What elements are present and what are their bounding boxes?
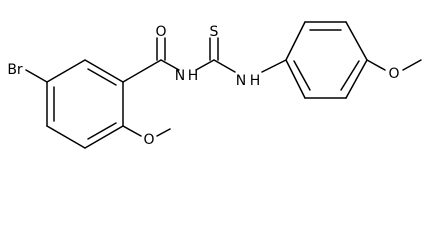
thioamide-nitrogen-label: N	[236, 73, 246, 89]
bond	[25, 69, 48, 83]
bond	[402, 59, 422, 71]
bond	[160, 59, 180, 71]
bond	[156, 128, 171, 137]
amide-nitrogen-label: N	[175, 68, 185, 84]
bond	[46, 59, 86, 83]
bond	[46, 125, 86, 149]
thioamide-hydrogen-label: H	[250, 73, 261, 89]
thione-sulfur-label: S	[210, 24, 219, 40]
bond	[366, 59, 386, 71]
bond	[122, 59, 162, 83]
bond	[84, 59, 124, 83]
bond	[261, 59, 287, 73]
bond	[345, 21, 368, 61]
bond	[84, 125, 124, 149]
bond	[195, 59, 215, 71]
bromine-label: Br	[7, 62, 23, 78]
bond	[285, 21, 306, 61]
bond	[213, 59, 236, 73]
bond-inner	[87, 122, 117, 140]
bond-inner	[340, 60, 360, 91]
amide-hydrogen-label: H	[188, 68, 199, 84]
bond	[285, 59, 306, 99]
bond	[345, 59, 368, 99]
atom-labels: Br O S N H N H O O	[7, 24, 399, 148]
carbonyl-oxygen-label: O	[155, 24, 166, 40]
methoxy-oxygen-right-label: O	[388, 66, 399, 82]
chemical-structure-diagram: Br O S N H N H O O	[7, 21, 422, 149]
bond-lines	[25, 21, 422, 149]
methoxy-oxygen-left-label: O	[143, 132, 154, 148]
bond	[122, 125, 142, 137]
bond-inner	[293, 60, 311, 91]
bond-inner	[87, 68, 117, 86]
